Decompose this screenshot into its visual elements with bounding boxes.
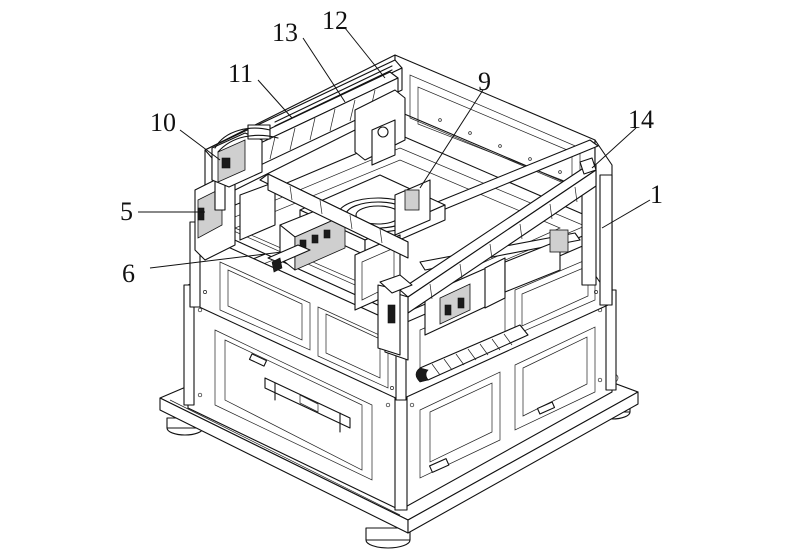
leader-6 [149, 251, 283, 269]
leader-1 [601, 199, 651, 229]
leader-lines [138, 27, 651, 269]
leader-12 [344, 27, 386, 79]
callout-12: 12 [322, 6, 348, 35]
callout-11: 11 [228, 59, 253, 88]
callout-1: 1 [650, 180, 663, 209]
leader-9 [419, 89, 484, 189]
callout-14: 14 [628, 105, 654, 134]
leader-11 [257, 79, 293, 119]
leader-13 [302, 37, 346, 103]
leader-14 [591, 127, 637, 169]
leader-10 [179, 129, 221, 161]
callout-6: 6 [122, 259, 135, 288]
upper-gantry [204, 59, 597, 361]
callout-labels: 12 13 11 10 9 14 1 5 6 [120, 6, 663, 288]
callout-10: 10 [150, 108, 176, 137]
callout-13: 13 [272, 18, 298, 47]
callout-9: 9 [478, 67, 491, 96]
callout-5: 5 [120, 197, 133, 226]
